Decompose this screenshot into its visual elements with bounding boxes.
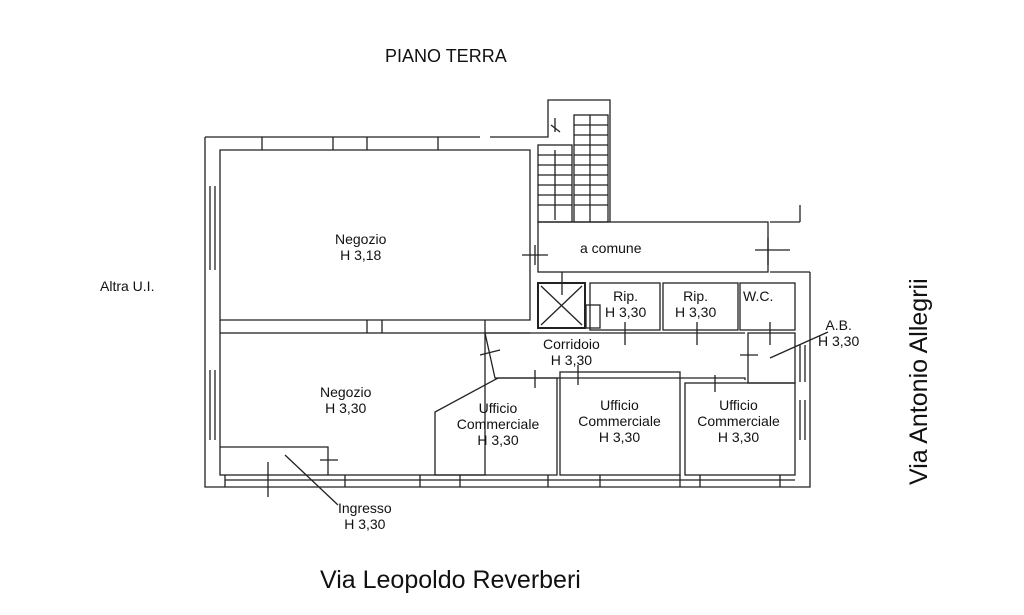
outer-wall [204, 99, 811, 488]
room-rip-2: Rip.H 3,30 [675, 288, 717, 320]
wc-wall [739, 282, 796, 331]
elevator [537, 272, 601, 329]
right-windows [714, 345, 806, 440]
office-3-wall [684, 382, 796, 476]
office-2-wall [559, 371, 681, 476]
door-marks [522, 205, 810, 273]
street-bottom-label: Via Leopoldo Reverberi [320, 566, 581, 594]
ingresso-wall [220, 446, 338, 497]
room-wc: W.C. [743, 288, 774, 304]
wall-outer-top-windows [261, 137, 439, 150]
inner-wall [219, 149, 531, 321]
interwall [219, 320, 530, 334]
bottom-windows [224, 475, 795, 487]
negozio-2-wall [219, 332, 486, 476]
ab-leader [769, 331, 829, 359]
staircase [537, 114, 609, 223]
room-rip-1: Rip.H 3,30 [605, 288, 647, 320]
street-right-label: Via Antonio Allegrii [905, 278, 933, 485]
left-windows [209, 186, 216, 440]
office-1-wall [434, 377, 558, 476]
other-unit-label: Altra U.I. [100, 278, 155, 294]
room-ab: A.B.H 3,30 [818, 317, 860, 349]
a-comune-wall [537, 221, 769, 273]
rip-2-wall [662, 282, 739, 331]
room-a-comune: a comune [580, 240, 642, 256]
plan-title: PIANO TERRA [385, 46, 507, 66]
